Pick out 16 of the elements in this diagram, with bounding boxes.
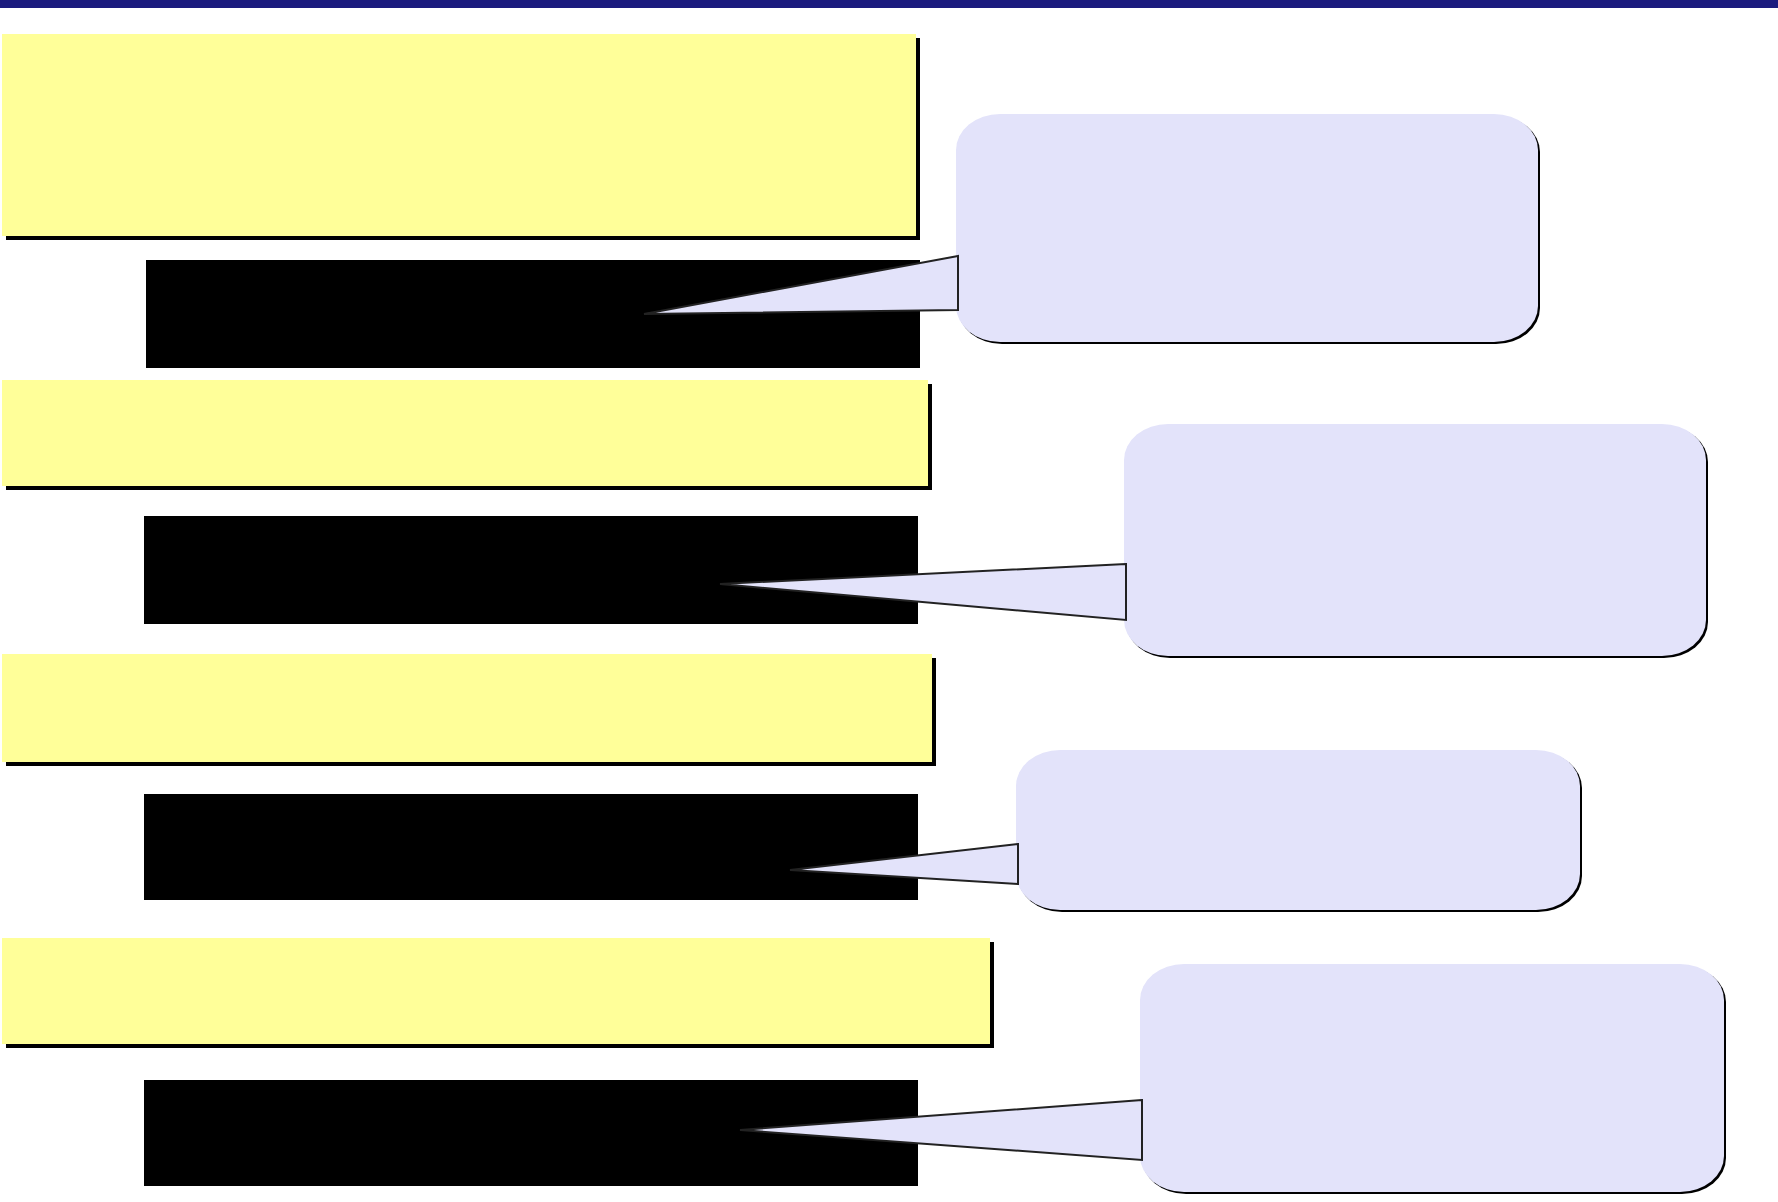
callout-pointer bbox=[789, 842, 1019, 886]
callout-bubble bbox=[1124, 424, 1710, 660]
blacked-out-bar bbox=[146, 260, 920, 368]
blacked-out-bar bbox=[144, 794, 918, 900]
callout-pointer bbox=[739, 1098, 1143, 1162]
note-box bbox=[2, 380, 928, 486]
callout-pointer bbox=[643, 254, 959, 315]
callout-pointer bbox=[719, 562, 1127, 622]
note-box bbox=[2, 654, 932, 762]
callout-bubble bbox=[1140, 964, 1728, 1196]
blacked-out-bar bbox=[144, 516, 918, 624]
note-box bbox=[2, 938, 990, 1044]
note-box bbox=[2, 34, 916, 236]
callout-bubble bbox=[956, 114, 1542, 346]
blacked-out-bar bbox=[144, 1080, 918, 1186]
callout-bubble bbox=[1016, 750, 1584, 914]
